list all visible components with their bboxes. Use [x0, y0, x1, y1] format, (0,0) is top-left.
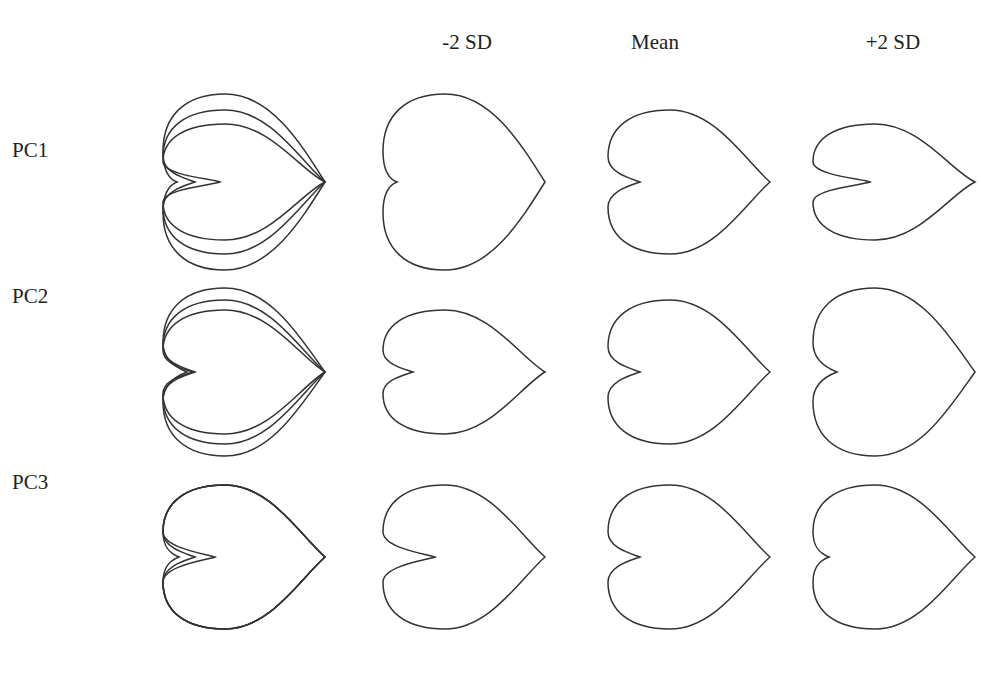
leaf-outline	[608, 300, 770, 444]
leaf-outline	[383, 310, 545, 434]
column-header: +2 SD	[866, 30, 920, 55]
row-label: PC2	[12, 284, 48, 309]
leaf-outline	[163, 288, 325, 456]
leaf-outline	[813, 485, 975, 629]
leaf-outline	[163, 485, 325, 629]
row-label: PC1	[12, 138, 48, 163]
leaf-outline	[813, 288, 975, 456]
row-label: PC3	[12, 470, 48, 495]
leaf-outline	[813, 124, 975, 240]
leaf-outline	[163, 124, 325, 240]
leaf-outline	[608, 110, 770, 254]
leaf-outline	[163, 110, 325, 254]
leaf-outline	[163, 94, 325, 270]
column-header: Mean	[631, 30, 679, 55]
column-header: -2 SD	[442, 30, 492, 55]
leaf-outline	[383, 94, 545, 270]
leaf-outline	[163, 485, 325, 629]
leaf-outline	[608, 485, 770, 629]
leaf-outline	[383, 485, 545, 629]
leaf-outline	[163, 485, 325, 629]
